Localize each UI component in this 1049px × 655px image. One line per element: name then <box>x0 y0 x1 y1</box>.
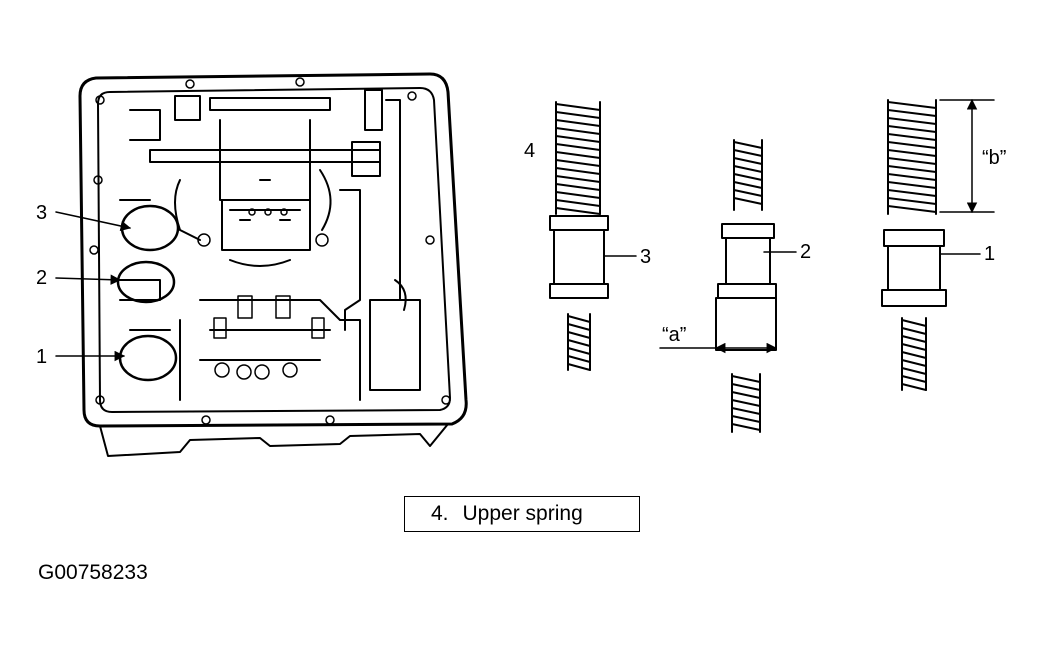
valve-body-housing <box>78 72 468 457</box>
dimension-a-label: “a” <box>662 324 687 346</box>
housing-callout-1: 1 <box>36 346 48 368</box>
housing-callout-2: 2 <box>36 267 48 289</box>
legend-number: 4. <box>431 502 449 525</box>
legend-text: Upper spring <box>462 502 583 525</box>
piston-assembly-1 <box>881 99 947 391</box>
valve-callout-1: 1 <box>984 243 996 265</box>
housing-callout-3: 3 <box>36 202 48 224</box>
dimension-b-label: “b” <box>982 147 1007 169</box>
legend-box: 4. Upper spring <box>404 496 640 532</box>
bore-2 <box>116 260 176 304</box>
valve-callout-2: 2 <box>800 241 812 263</box>
valve-callout-3: 3 <box>640 246 652 268</box>
figure-id: G00758233 <box>38 561 148 584</box>
valve-callout-4: 4 <box>524 140 536 162</box>
dimension-b <box>939 98 995 214</box>
bore-1 <box>118 334 178 382</box>
housing-leaders <box>55 211 132 362</box>
piston-assembly-3 <box>549 101 609 371</box>
upper-spring-4 <box>555 101 601 215</box>
piston-assembly-2 <box>715 139 777 433</box>
